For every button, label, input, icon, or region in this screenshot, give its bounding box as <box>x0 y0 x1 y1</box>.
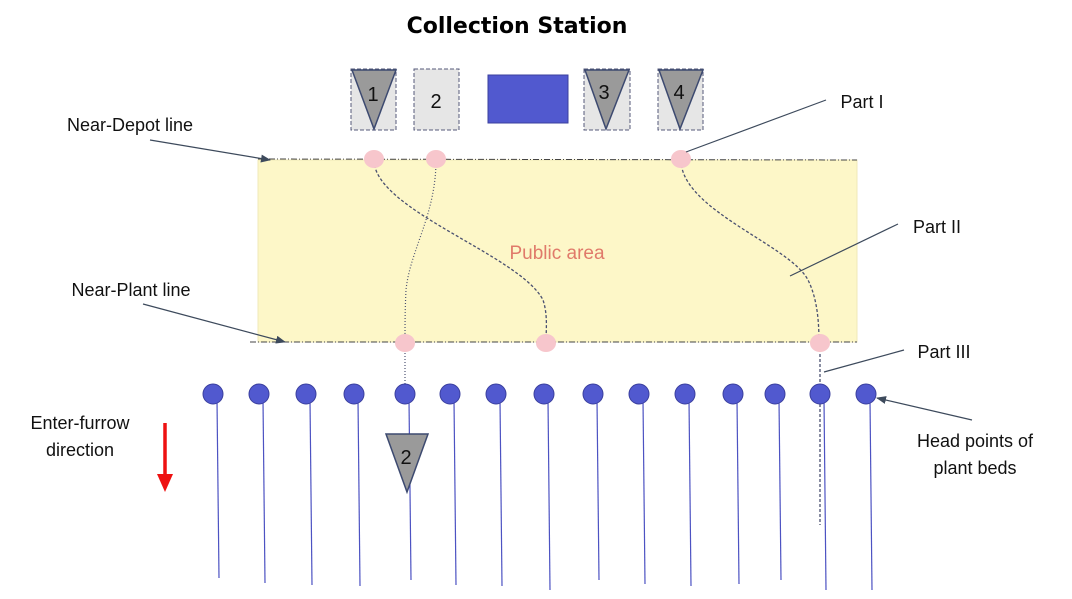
furrow-line <box>499 399 503 587</box>
diagram-title: Collection Station <box>407 14 628 39</box>
part-2-pointer <box>789 223 899 277</box>
plant-bed-head-point[interactable] <box>248 383 270 405</box>
plant-bed-head-point[interactable] <box>809 383 831 405</box>
station-label: 3 <box>598 82 609 104</box>
station-box <box>413 68 460 131</box>
furrow-line <box>688 399 692 587</box>
station-label: 1 <box>367 84 378 106</box>
furrow-line <box>823 399 827 591</box>
part-3-label: Part III <box>917 342 970 362</box>
station-label: 2 <box>430 91 441 113</box>
head-points-label-line-1: Head points of <box>917 431 1034 451</box>
near-plant-label: Near-Plant line <box>71 280 190 300</box>
near-depot-pointer <box>149 139 271 163</box>
triangle-icon <box>384 433 430 495</box>
down-arrow-icon <box>157 423 173 492</box>
plant-bed-head-point[interactable] <box>202 383 224 405</box>
robot-label: 2 <box>400 447 411 469</box>
furrow-line <box>216 399 220 579</box>
plant-bed-head-point[interactable] <box>295 383 317 405</box>
furrow-line <box>357 399 361 587</box>
near-depot-label: Near-Depot line <box>67 115 193 135</box>
plant-bed-head-point[interactable] <box>722 383 744 405</box>
robot-2[interactable]: 2 <box>384 433 430 495</box>
furrow-line <box>642 399 646 585</box>
near-plant-pointer <box>142 303 286 344</box>
part-1-pointer <box>685 99 827 153</box>
furrow-line <box>453 399 457 586</box>
furrow-line <box>408 399 412 581</box>
plant-bed-head-point[interactable] <box>764 383 786 405</box>
furrow-line <box>596 399 600 581</box>
near-plant-node-2 <box>395 334 415 352</box>
plant-bed-head-point[interactable] <box>394 383 416 405</box>
furrow-line <box>778 399 782 581</box>
furrow-line <box>309 399 313 586</box>
station-2[interactable]: 2 <box>413 68 460 131</box>
plant-bed-head-point[interactable] <box>855 383 877 405</box>
near-plant-node-4 <box>810 334 830 352</box>
triangle-icon <box>350 69 398 132</box>
station-label: 4 <box>673 82 684 104</box>
furrow-line <box>547 399 551 591</box>
part-2-label: Part II <box>913 217 961 237</box>
station-4[interactable]: 4 <box>657 68 705 132</box>
near-depot-node-2 <box>426 150 446 168</box>
path-station-2 <box>404 159 437 344</box>
plant-beds <box>202 383 877 591</box>
path-station-1 <box>373 159 548 344</box>
public-area-label: Public area <box>509 243 604 264</box>
near-depot-node-1 <box>364 150 384 168</box>
depot-block <box>487 74 569 124</box>
furrow-line <box>869 399 873 591</box>
part-1-label: Part I <box>840 92 883 112</box>
near-depot-line <box>257 158 858 161</box>
near-depot-node-4 <box>671 150 691 168</box>
plant-bed-head-point[interactable] <box>582 383 604 405</box>
head-points-pointer <box>876 396 973 421</box>
plant-bed-head-point[interactable] <box>628 383 650 405</box>
station-1[interactable]: 1 <box>350 68 398 132</box>
station-3[interactable]: 3 <box>583 68 631 132</box>
triangle-icon <box>657 69 705 132</box>
plant-bed-head-point[interactable] <box>343 383 365 405</box>
plant-bed-head-point[interactable] <box>533 383 555 405</box>
part-3-pointer <box>823 349 905 373</box>
public-area-rect <box>257 159 858 343</box>
near-plant-node-1 <box>536 334 556 352</box>
furrow-line <box>736 399 740 585</box>
triangle-icon <box>583 69 631 132</box>
enter-furrow-label-line-1: Enter-furrow <box>30 413 130 433</box>
plant-bed-head-point[interactable] <box>485 383 507 405</box>
furrow-line <box>262 399 266 584</box>
plant-bed-head-point[interactable] <box>674 383 696 405</box>
head-points-label-line-2: plant beds <box>933 458 1016 478</box>
enter-furrow-label-line-2: direction <box>46 440 114 460</box>
plant-bed-head-point[interactable] <box>439 383 461 405</box>
path-station-4 <box>680 159 820 344</box>
